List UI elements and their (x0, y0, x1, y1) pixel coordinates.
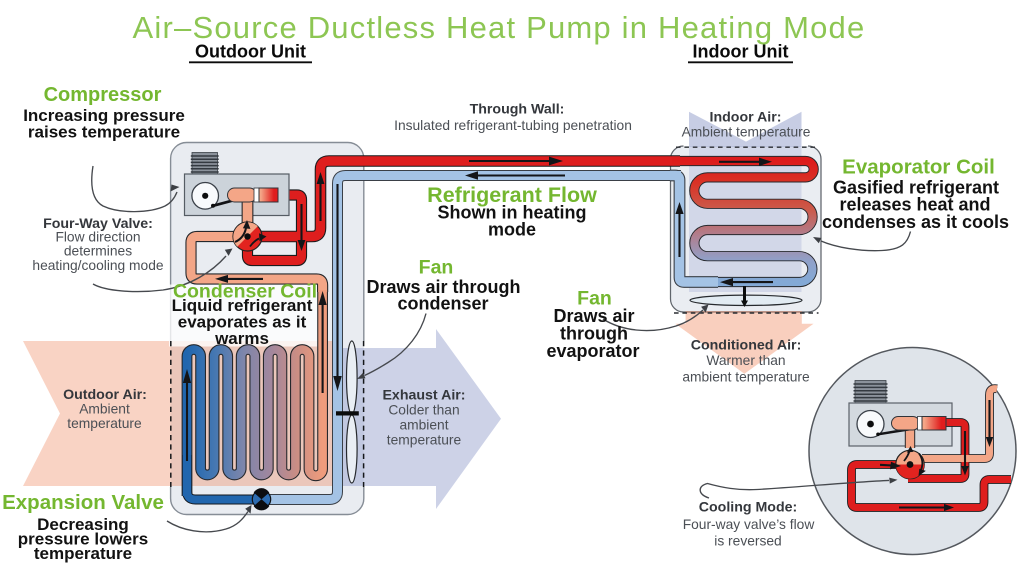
svg-text:Liquid refrigerant: Liquid refrigerant (172, 296, 313, 315)
svg-text:Refrigerant Flow: Refrigerant Flow (427, 183, 597, 207)
svg-text:Four-way valve’s flow: Four-way valve’s flow (683, 517, 815, 532)
svg-text:releases heat and: releases heat and (839, 195, 990, 215)
svg-text:Evaporator Coil: Evaporator Coil (842, 156, 995, 179)
svg-text:ambient temperature: ambient temperature (682, 370, 810, 385)
svg-text:Colder than: Colder than (388, 403, 459, 418)
svg-text:Increasing pressure: Increasing pressure (23, 106, 185, 125)
svg-text:warms: warms (214, 329, 269, 348)
svg-text:Warmer than: Warmer than (706, 353, 785, 368)
svg-text:Gasified refrigerant: Gasified refrigerant (833, 178, 999, 198)
svg-text:Air–Source Ductless Heat Pump: Air–Source Ductless Heat Pump in Heating… (133, 10, 866, 45)
svg-text:Exhaust Air:: Exhaust Air: (382, 388, 465, 404)
svg-text:Fan: Fan (577, 288, 612, 310)
svg-text:Condenser Coil: Condenser Coil (173, 281, 317, 303)
svg-text:pressure lowers: pressure lowers (18, 530, 148, 549)
svg-text:Outdoor Unit: Outdoor Unit (195, 42, 306, 62)
svg-text:raises temperature: raises temperature (28, 123, 180, 142)
svg-text:Draws air: Draws air (553, 306, 634, 326)
svg-text:determines: determines (64, 244, 132, 259)
svg-text:Indoor Air:: Indoor Air: (710, 110, 782, 126)
svg-text:ambient: ambient (399, 418, 448, 433)
svg-text:temperature: temperature (67, 416, 142, 431)
svg-text:Conditioned Air:: Conditioned Air: (691, 338, 802, 354)
svg-text:Insulated refrigerant-tubing p: Insulated refrigerant-tubing penetration (394, 118, 632, 133)
svg-text:Ambient temperature: Ambient temperature (682, 125, 811, 140)
svg-text:evaporates as it: evaporates as it (178, 313, 307, 332)
svg-text:condenses as it cools: condenses as it cools (822, 212, 1009, 232)
svg-text:through: through (560, 324, 628, 344)
svg-text:Indoor Unit: Indoor Unit (693, 42, 789, 62)
svg-text:Fan: Fan (419, 257, 454, 279)
svg-text:Compressor: Compressor (44, 84, 162, 106)
svg-text:Outdoor Air:: Outdoor Air: (63, 387, 147, 403)
svg-text:Shown in heating: Shown in heating (438, 203, 587, 223)
svg-text:mode: mode (488, 220, 536, 240)
svg-text:evaporator: evaporator (546, 341, 639, 361)
svg-text:Four-Way Valve:: Four-Way Valve: (43, 216, 153, 232)
svg-text:temperature: temperature (34, 544, 132, 563)
svg-text:Decreasing: Decreasing (37, 515, 129, 534)
svg-text:Ambient: Ambient (79, 402, 130, 417)
svg-text:is reversed: is reversed (714, 534, 781, 549)
svg-text:temperature: temperature (387, 433, 462, 448)
svg-text:Expansion Valve: Expansion Valve (2, 491, 164, 514)
svg-text:Cooling Mode:: Cooling Mode: (699, 500, 798, 516)
svg-text:Through Wall:: Through Wall: (470, 102, 565, 118)
svg-text:Flow direction: Flow direction (55, 230, 140, 245)
svg-text:condenser: condenser (397, 294, 488, 314)
svg-text:Draws air through: Draws air through (366, 277, 520, 297)
svg-text:heating/cooling mode: heating/cooling mode (32, 258, 163, 273)
